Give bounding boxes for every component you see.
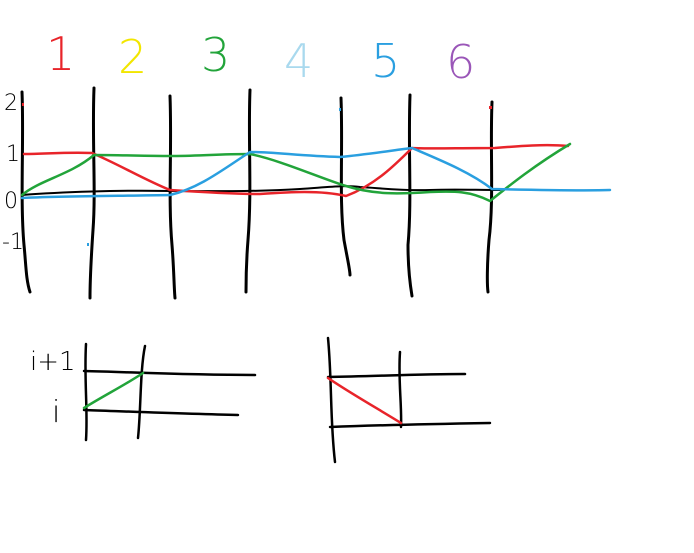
y-tick-minus-1: -1: [2, 230, 24, 255]
bl-vertical-right: [136, 344, 147, 440]
br-vertical-right: [398, 350, 403, 429]
vertical-line-3: [168, 94, 177, 300]
label-i: i: [52, 395, 60, 430]
bottom-left-sketch: i+1 i: [30, 342, 257, 442]
vertical-line-5: [339, 96, 352, 277]
series-green: [20, 142, 572, 203]
vertical-line-7: [485, 100, 494, 294]
legend-item-2: 2: [118, 30, 147, 84]
vertical-separators: [20, 86, 494, 300]
vertical-line-1: [20, 90, 32, 294]
series-lines: [20, 142, 612, 203]
vertical-line-6: [406, 93, 414, 298]
vertical-line-2: [88, 86, 96, 300]
legend-item-1: 1: [46, 27, 75, 81]
y-axis-labels: 2 1 0 -1: [2, 91, 24, 255]
br-horizontal-bottom: [328, 421, 492, 429]
stray-mark-1: [22, 103, 24, 106]
y-tick-0: 0: [4, 189, 18, 214]
legend-item-5: 5: [371, 34, 400, 88]
y-tick-1: 1: [6, 142, 20, 167]
stray-marks: [22, 103, 492, 246]
legend-item-3: 3: [201, 28, 230, 82]
br-red-diagonal: [326, 376, 403, 425]
stray-mark-3: [339, 108, 341, 111]
legend-item-6: 6: [446, 35, 475, 89]
series-red: [22, 143, 570, 198]
y-tick-2: 2: [4, 91, 18, 116]
vertical-line-4: [244, 88, 252, 294]
bl-green-diagonal: [82, 371, 145, 410]
br-horizontal-top: [326, 372, 467, 379]
br-vertical-left: [326, 336, 337, 464]
legend-item-4: 4: [284, 34, 313, 88]
bl-horizontal-top: [82, 369, 257, 377]
bl-horizontal-bottom: [82, 408, 240, 417]
series-black: [21, 185, 501, 196]
legend: 1 2 3 4 5 6: [46, 27, 475, 89]
bl-vertical-left: [84, 342, 88, 442]
stray-mark-2: [87, 243, 89, 246]
stray-mark-4: [489, 106, 492, 109]
label-i-plus-1: i+1: [30, 347, 76, 377]
bottom-right-sketch: [326, 336, 492, 464]
series-blue: [20, 146, 612, 200]
